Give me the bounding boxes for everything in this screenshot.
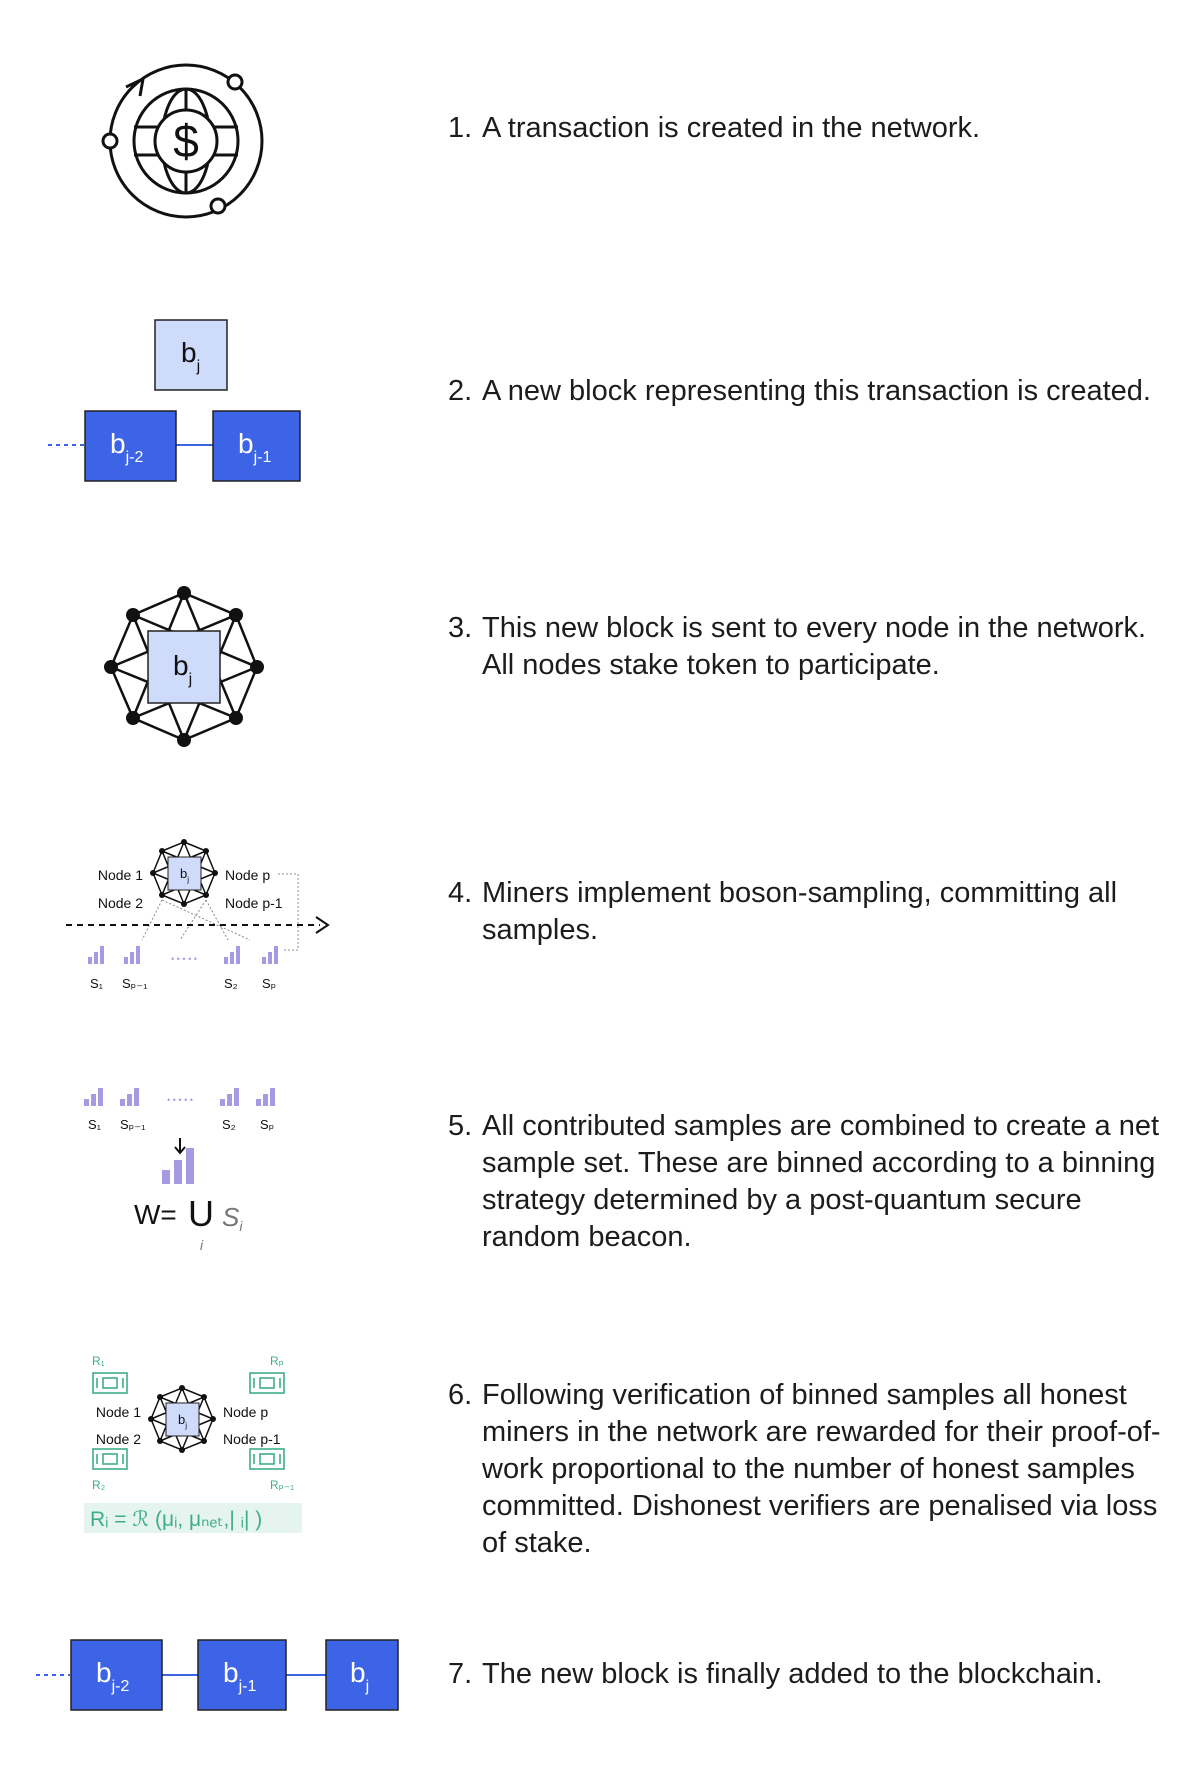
reward-r1-label: R₁ — [92, 1354, 105, 1368]
step-text: 7. The new block is finally added to the… — [448, 1656, 1168, 1693]
boson-sampling-illustration: bj Node 1 Node 2 Node p Node p-1 — [0, 800, 380, 1040]
histogram-sp1 — [124, 946, 140, 964]
step-description: This new block is sent to every node in … — [482, 612, 1147, 681]
final-blockchain-illustration: bj-2 bj-1 bj — [0, 1600, 420, 1787]
sample-s1-label: S₁ — [88, 1117, 102, 1132]
union-w-label: W= — [134, 1199, 177, 1230]
step-number: 2. — [448, 375, 473, 407]
block-label: bj — [350, 1657, 369, 1695]
ellipsis-dots: • • • • • — [171, 954, 197, 964]
ellipsis-dots: • • • • • — [167, 1095, 193, 1105]
block-label: bj-2 — [96, 1657, 129, 1695]
step-description: A transaction is created in the network. — [482, 112, 981, 144]
step-text: 2. A new block representing this transac… — [448, 373, 1168, 410]
node-1-label: Node 1 — [98, 867, 143, 883]
block-bj-1 — [197, 1639, 287, 1711]
step-text: 6. Following verification of binned samp… — [448, 1377, 1168, 1562]
node-p-label: Node p — [225, 867, 270, 883]
block-label: bj-1 — [223, 1657, 256, 1695]
block-label: bj-1 — [238, 428, 271, 466]
histogram-sp — [262, 946, 278, 964]
detector-icon — [249, 1372, 285, 1394]
histogram-s2 — [220, 1088, 239, 1106]
down-arrow-icon — [174, 1138, 186, 1155]
step-description: Miners implement boson-sampling, committ… — [482, 877, 1118, 946]
sample-sp1-label: Sₚ₋₁ — [120, 1117, 146, 1132]
sample-s2-label: S₂ — [224, 976, 238, 991]
block-bj-2 — [70, 1639, 163, 1711]
octagon-network-icon: bj — [104, 586, 264, 747]
node-p1-label: Node p-1 — [225, 895, 283, 911]
block-label: bj — [180, 866, 189, 884]
reward-rp1-label: Rₚ₋₁ — [270, 1478, 294, 1492]
block-bj-1 — [212, 410, 301, 482]
step-number: 6. — [448, 1379, 473, 1411]
block-bj — [325, 1639, 399, 1711]
union-s-label: Si — [222, 1202, 243, 1234]
step-2: bj bj-2 bj-1 2. A new block representing… — [0, 260, 1200, 520]
histogram-sp1 — [120, 1088, 139, 1106]
node-p1-label: Node p-1 — [223, 1431, 281, 1447]
step-number: 5. — [448, 1110, 473, 1142]
step-number: 7. — [448, 1658, 473, 1690]
reward-formula: Rᵢ = ℛ (μᵢ, μₙₑₜ,| ᵢ| ) — [90, 1508, 262, 1531]
histogram-sp — [256, 1088, 275, 1106]
block-bj-small — [165, 1402, 200, 1437]
step-5: • • • • • S₁ Sₚ₋₁ S₂ Sₚ W= U Si i 5. All… — [0, 1040, 1200, 1300]
step-text: 3. This new block is sent to every node … — [448, 610, 1168, 684]
new-block-bj — [154, 319, 228, 391]
step-1: $ 1. A transaction is created in the net… — [0, 0, 1200, 260]
step-6: R₁ Rₚ R₂ Rₚ₋₁ — [0, 1300, 1200, 1600]
block-bj-2 — [84, 410, 177, 482]
step-text: 5. All contributed samples are combined … — [448, 1108, 1168, 1256]
block-label: bj-2 — [110, 428, 143, 466]
block-label: bj — [181, 337, 200, 375]
node-2-label: Node 2 — [98, 895, 143, 911]
block-label: bj — [173, 650, 192, 688]
step-text: 4. Miners implement boson-sampling, comm… — [448, 875, 1168, 949]
step-4: bj Node 1 Node 2 Node p Node p-1 — [0, 800, 1200, 1040]
step-description: A new block representing this transactio… — [482, 375, 1151, 407]
combine-samples-illustration: • • • • • S₁ Sₚ₋₁ S₂ Sₚ W= U Si i — [0, 1040, 380, 1300]
transaction-illustration: $ — [0, 0, 380, 260]
step-description: The new block is finally added to the bl… — [482, 1658, 1103, 1690]
step-3: bj 3. This new block is sent to every no… — [0, 520, 1200, 800]
detector-icon — [249, 1448, 285, 1470]
node-1-label: Node 1 — [96, 1404, 141, 1420]
histogram-s2 — [224, 946, 240, 964]
step-7: bj-2 bj-1 bj 7. The new block is finally… — [0, 1600, 1200, 1787]
node-2-label: Node 2 — [96, 1431, 141, 1447]
detector-icon — [92, 1372, 128, 1394]
sample-sp-label: Sₚ — [260, 1117, 274, 1132]
globe-dollar-orbit-icon: $ — [101, 63, 264, 219]
svg-text:$: $ — [173, 115, 199, 167]
histogram-s1 — [88, 946, 104, 964]
new-block-illustration: bj bj-2 bj-1 — [0, 260, 380, 520]
broadcast-illustration: bj — [0, 520, 380, 800]
node-p-label: Node p — [223, 1404, 268, 1420]
sample-s1-label: S₁ — [90, 976, 104, 991]
step-number: 4. — [448, 877, 473, 909]
broadcast-block-bj — [147, 630, 221, 704]
reward-r2-label: R₂ — [92, 1478, 106, 1492]
step-text: 1. A transaction is created in the netwo… — [448, 110, 1168, 147]
step-description: Following verification of binned samples… — [482, 1379, 1161, 1559]
sample-s2-label: S₂ — [222, 1117, 236, 1132]
verification-reward-illustration: R₁ Rₚ R₂ Rₚ₋₁ — [0, 1300, 380, 1600]
step-number: 3. — [448, 612, 473, 644]
reward-rp-label: Rₚ — [270, 1354, 284, 1368]
step-number: 1. — [448, 112, 473, 144]
union-symbol: U — [188, 1193, 214, 1234]
reward-formula-box — [84, 1503, 302, 1533]
union-index: i — [200, 1237, 204, 1253]
block-label: bj — [178, 1412, 187, 1430]
sample-sp1-label: Sₚ₋₁ — [122, 976, 148, 991]
combined-histogram — [162, 1148, 194, 1184]
sample-sp-label: Sₚ — [262, 976, 276, 991]
detector-icon — [92, 1448, 128, 1470]
step-description: All contributed samples are combined to … — [482, 1110, 1160, 1253]
histogram-s1 — [84, 1088, 103, 1106]
block-bj-small — [167, 856, 202, 891]
